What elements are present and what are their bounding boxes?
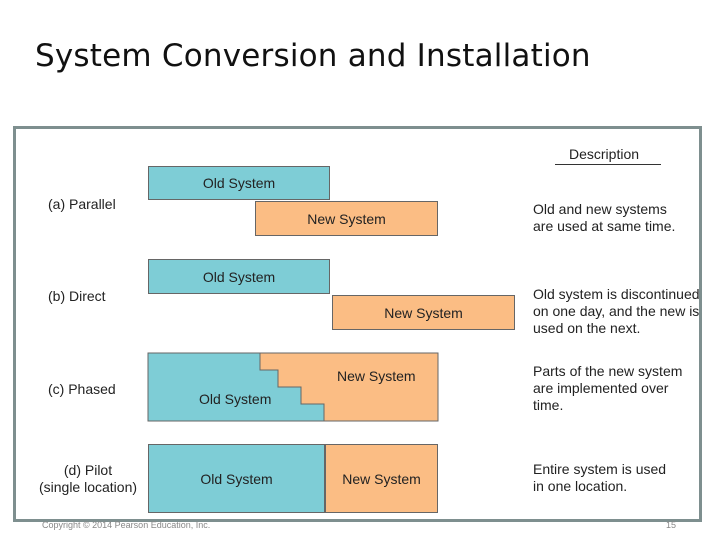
parallel-old-system-label: Old System — [202, 175, 276, 191]
page-number: 15 — [666, 520, 677, 530]
pilot-old-system-label: Old System — [200, 470, 273, 487]
direct-old-system-label: Old System — [202, 268, 276, 285]
direct-description: Old system is discontinued on one day, a… — [533, 286, 700, 336]
pilot-new-system-bar: New System — [325, 444, 438, 513]
direct-old-system-bar: Old System — [148, 259, 330, 294]
phased-old-system-region — [147, 352, 325, 422]
row-label-pilot: (d) Pilot (single location) — [22, 462, 154, 496]
parallel-new-system-label: New System — [307, 210, 386, 227]
phased-old-system-label: Old System — [199, 391, 271, 407]
row-label-parallel: (a) Parallel — [48, 196, 116, 212]
parallel-new-system-bar: New System — [255, 201, 438, 236]
description-header-underline — [555, 164, 661, 165]
direct-new-system-bar: New System — [332, 295, 515, 330]
pilot-new-system-label: New System — [342, 470, 421, 487]
row-label-direct: (b) Direct — [48, 288, 106, 304]
pilot-description: Entire system is used in one location. — [533, 461, 667, 494]
phased-diagram: New System Old System — [147, 352, 439, 422]
row-label-phased: (c) Phased — [48, 381, 116, 397]
description-header: Description — [569, 146, 640, 162]
phased-new-system-label: New System — [337, 368, 416, 384]
pilot-old-system-bar: Old System — [148, 444, 325, 513]
phased-description: Parts of the new system are implemented … — [533, 363, 683, 413]
copyright-footer: Copyright © 2014 Pearson Education, Inc. — [42, 520, 211, 530]
slide-title: System Conversion and Installation — [35, 38, 591, 74]
parallel-old-system-bar: Old System — [148, 166, 330, 200]
row-label-pilot-line2: (single location) — [38, 479, 138, 495]
parallel-description: Old and new systems are used at same tim… — [533, 201, 676, 234]
conversion-diagram: Description (a) Parallel Old System New … — [13, 126, 702, 522]
row-label-pilot-line1: (d) Pilot — [63, 462, 113, 478]
direct-new-system-label: New System — [384, 304, 463, 321]
